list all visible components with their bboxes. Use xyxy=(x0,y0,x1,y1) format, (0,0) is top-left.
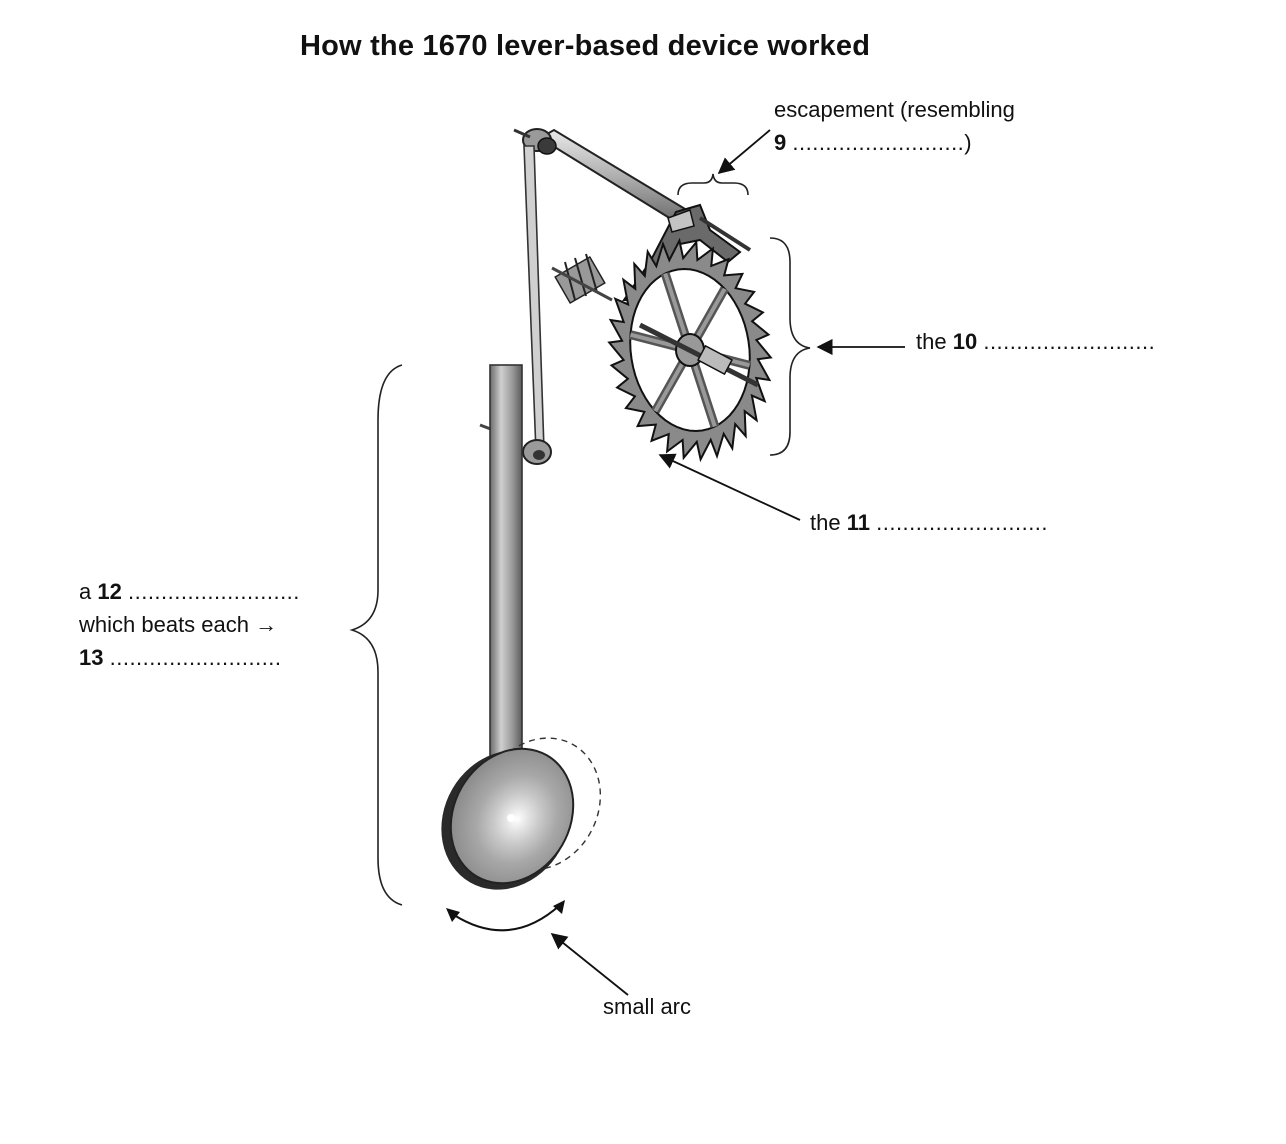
label-q10-prefix: the xyxy=(916,329,947,354)
blank-9-number: 9 xyxy=(774,130,787,155)
blank-11-number: 11 xyxy=(846,510,870,535)
label-q12-line2: which beats each xyxy=(79,612,249,637)
blank-10-number: 10 xyxy=(952,329,978,354)
escapement-brace xyxy=(677,173,749,196)
right-arrow-icon: → xyxy=(255,612,278,637)
blank-10-dots: .......................... xyxy=(983,329,1156,354)
blank-13-number: 13 xyxy=(79,645,104,670)
label-q12-prefix: a xyxy=(79,579,92,604)
pendulum-brace xyxy=(349,364,403,906)
axle xyxy=(513,128,692,224)
escape-wheel xyxy=(607,237,773,463)
blank-11-dots: .......................... xyxy=(876,510,1049,535)
label-q11: the 11 .......................... xyxy=(810,506,1048,539)
label-small-arc: small arc xyxy=(603,994,692,1019)
diagram-title: How the 1670 lever-based device worked xyxy=(300,30,871,62)
label-escapement: escapement (resembling 9 ...............… xyxy=(774,93,1015,159)
label-q11-prefix: the xyxy=(810,510,841,535)
pendulum-bob xyxy=(441,737,602,890)
blank-9-dots: ..........................) xyxy=(792,130,973,155)
wheel-brace xyxy=(769,237,811,456)
blank-12-number: 12 xyxy=(97,579,122,604)
label-q12: a 12 .......................... which be… xyxy=(79,575,300,674)
pendulum-rod xyxy=(489,364,523,766)
leader-lines xyxy=(550,129,905,996)
swing-arc xyxy=(446,900,565,932)
pinion-gear xyxy=(551,253,613,305)
label-q10: the 10 .......................... xyxy=(916,325,1155,358)
label-escapement-line1: escapement (resembling xyxy=(774,97,1015,122)
blank-13-dots: .......................... xyxy=(109,645,282,670)
blank-12-dots: .......................... xyxy=(127,579,300,604)
